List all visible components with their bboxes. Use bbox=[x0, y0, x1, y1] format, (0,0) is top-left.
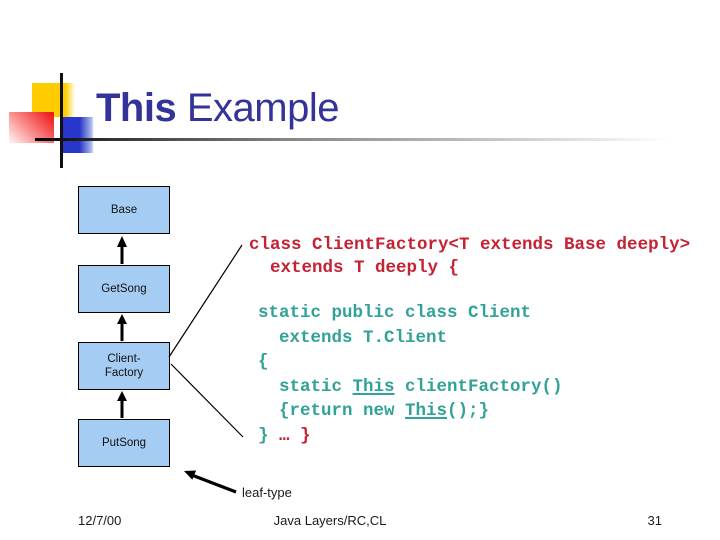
slide-title-rest: Example bbox=[176, 86, 340, 130]
footer-title: Java Layers/RC,CL bbox=[273, 513, 387, 528]
logo-yellow-square bbox=[32, 83, 75, 117]
code-line: static This clientFactory() bbox=[258, 375, 563, 400]
code-segment: This bbox=[405, 401, 448, 421]
logo-vertical-line bbox=[60, 73, 63, 168]
code-line: extends T deeply { bbox=[249, 257, 690, 280]
slide-title-bold-word: This bbox=[96, 86, 177, 130]
code-line: extends T.Client bbox=[258, 326, 563, 351]
code-segment: {return new bbox=[258, 401, 406, 421]
code-segment: static public class Client bbox=[258, 303, 532, 323]
code-line: static public class Client bbox=[258, 301, 563, 326]
code-line: class ClientFactory<T extends Base deepl… bbox=[249, 234, 690, 257]
leaf-type-arrow bbox=[184, 470, 237, 494]
code-segment: This bbox=[352, 376, 395, 397]
diagram-box-putsong: PutSong bbox=[78, 419, 170, 467]
code-segment: static bbox=[258, 376, 353, 397]
code-segment: extends T.Client bbox=[258, 327, 448, 348]
title-underline-rule bbox=[35, 138, 683, 141]
footer-date: 12/7/00 bbox=[78, 513, 122, 528]
diagram-box-clientfactory: Client- Factory bbox=[78, 342, 170, 390]
callout-line-bottom bbox=[170, 363, 244, 438]
diagram-box-base: Base bbox=[78, 186, 170, 234]
inheritance-arrow-cf-to-getsong bbox=[117, 314, 127, 341]
code-segment: class ClientFactory<T extends Base deepl… bbox=[249, 235, 691, 255]
footer-page-number: 31 bbox=[647, 513, 662, 528]
callout-line-top bbox=[168, 244, 243, 358]
inheritance-arrow-getsong-to-base bbox=[117, 236, 127, 264]
code-line: { bbox=[258, 350, 563, 375]
diagram-box-getsong: GetSong bbox=[78, 265, 170, 313]
logo-blue-square bbox=[62, 117, 94, 153]
code-block-client-class: static public class Client extends T.Cli… bbox=[258, 301, 563, 448]
code-segment: { bbox=[258, 352, 269, 372]
code-line: } … } bbox=[258, 424, 563, 449]
code-block-factory-declaration: class ClientFactory<T extends Base deepl… bbox=[249, 234, 690, 280]
code-segment: } bbox=[258, 425, 280, 446]
code-line: {return new This();} bbox=[258, 399, 563, 424]
code-segment: extends T deeply { bbox=[249, 258, 460, 278]
inheritance-arrow-putsong-to-cf bbox=[117, 391, 127, 418]
logo-red-square bbox=[9, 112, 54, 143]
code-segment: clientFactory() bbox=[394, 376, 563, 397]
slide-title: This Example bbox=[96, 86, 339, 131]
code-segment: … } bbox=[279, 425, 311, 446]
leaf-type-label: leaf-type bbox=[242, 485, 292, 500]
code-segment: ();} bbox=[447, 401, 490, 421]
